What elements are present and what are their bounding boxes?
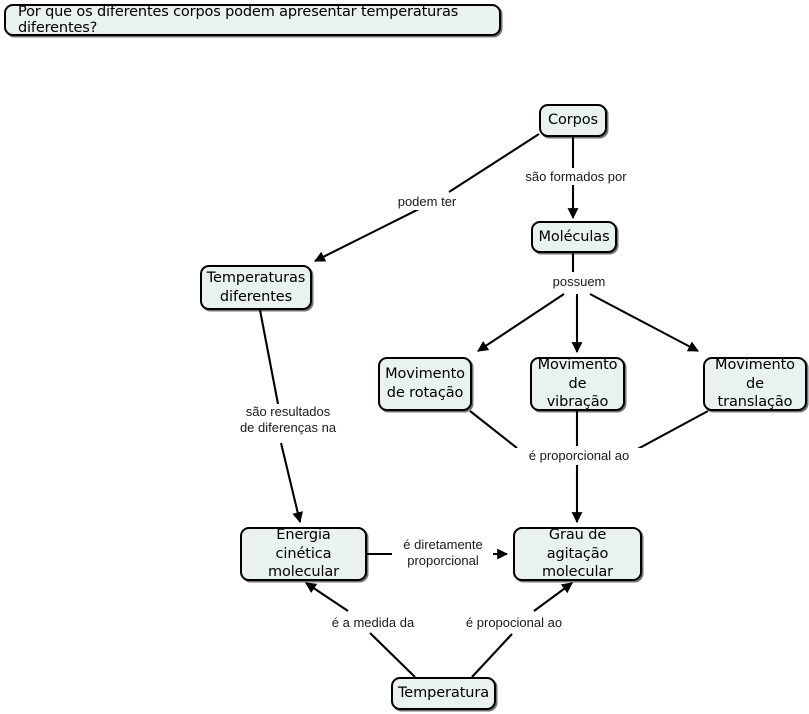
edge-possuem-rotacao (477, 293, 565, 352)
node-energia-cinetica-molecular[interactable]: Energia cinética molecular (240, 527, 367, 581)
edge-label-energia-arrow (279, 442, 304, 524)
edge-propocional-grau-arrow (533, 582, 573, 612)
edge-temperatura-medida (369, 632, 416, 678)
node-grau-agitacao-molecular-label: Grau de agitação molecular (541, 527, 614, 581)
edge-label-e-proporcional-ao: é proporcional ao (512, 448, 646, 464)
node-movimento-translacao-label: Movimento de translação (715, 357, 795, 411)
node-temperaturas-diferentes[interactable]: Temperaturas diferentes (200, 265, 312, 310)
edge-medida-energia-arrow (305, 582, 349, 612)
node-corpos-label: Corpos (548, 112, 598, 129)
edge-translacao-proporcional (633, 410, 709, 452)
edge-label-sao-formados-por: são formados por (512, 169, 640, 185)
edge-label-sao-resultados: são resultados de diferenças na (228, 404, 348, 436)
node-movimento-rotacao[interactable]: Movimento de rotação (378, 357, 472, 411)
node-movimento-vibracao[interactable]: Movimento de vibração (530, 357, 625, 411)
node-temperatura[interactable]: Temperatura (391, 677, 496, 710)
node-movimento-rotacao-label: Movimento de rotação (385, 366, 465, 401)
edge-label-e-propocional-ao: é propocional ao (452, 615, 576, 631)
node-corpos[interactable]: Corpos (539, 104, 607, 137)
node-moleculas-label: Moléculas (538, 228, 610, 245)
edge-possuem-translacao (589, 293, 699, 352)
node-temperatura-label: Temperatura (397, 685, 490, 702)
edge-label-e-diretamente-proporcional: é diretamente proporcional (393, 537, 493, 569)
node-grau-agitacao-molecular[interactable]: Grau de agitação molecular (513, 527, 642, 581)
edge-rotacao-proporcional (469, 410, 518, 449)
node-movimento-vibracao-label: Movimento de vibração (537, 357, 618, 411)
edge-label-possuem: possuem (542, 274, 616, 290)
edge-temperaturas-label (258, 309, 280, 405)
question-box: Por que os diferentes corpos podem apres… (4, 4, 501, 36)
question-text: Por que os diferentes corpos podem apres… (18, 4, 459, 36)
edge-temperatura-propocional (471, 633, 513, 678)
edge-label-podem-ter: podem ter (380, 194, 474, 210)
node-movimento-translacao[interactable]: Movimento de translação (703, 357, 807, 411)
edge-label-e-a-medida-da: é a medida da (319, 615, 427, 631)
node-energia-cinetica-molecular-label: Energia cinética molecular (267, 527, 340, 581)
node-moleculas[interactable]: Moléculas (531, 221, 617, 253)
node-temperaturas-diferentes-label: Temperaturas diferentes (206, 269, 306, 305)
